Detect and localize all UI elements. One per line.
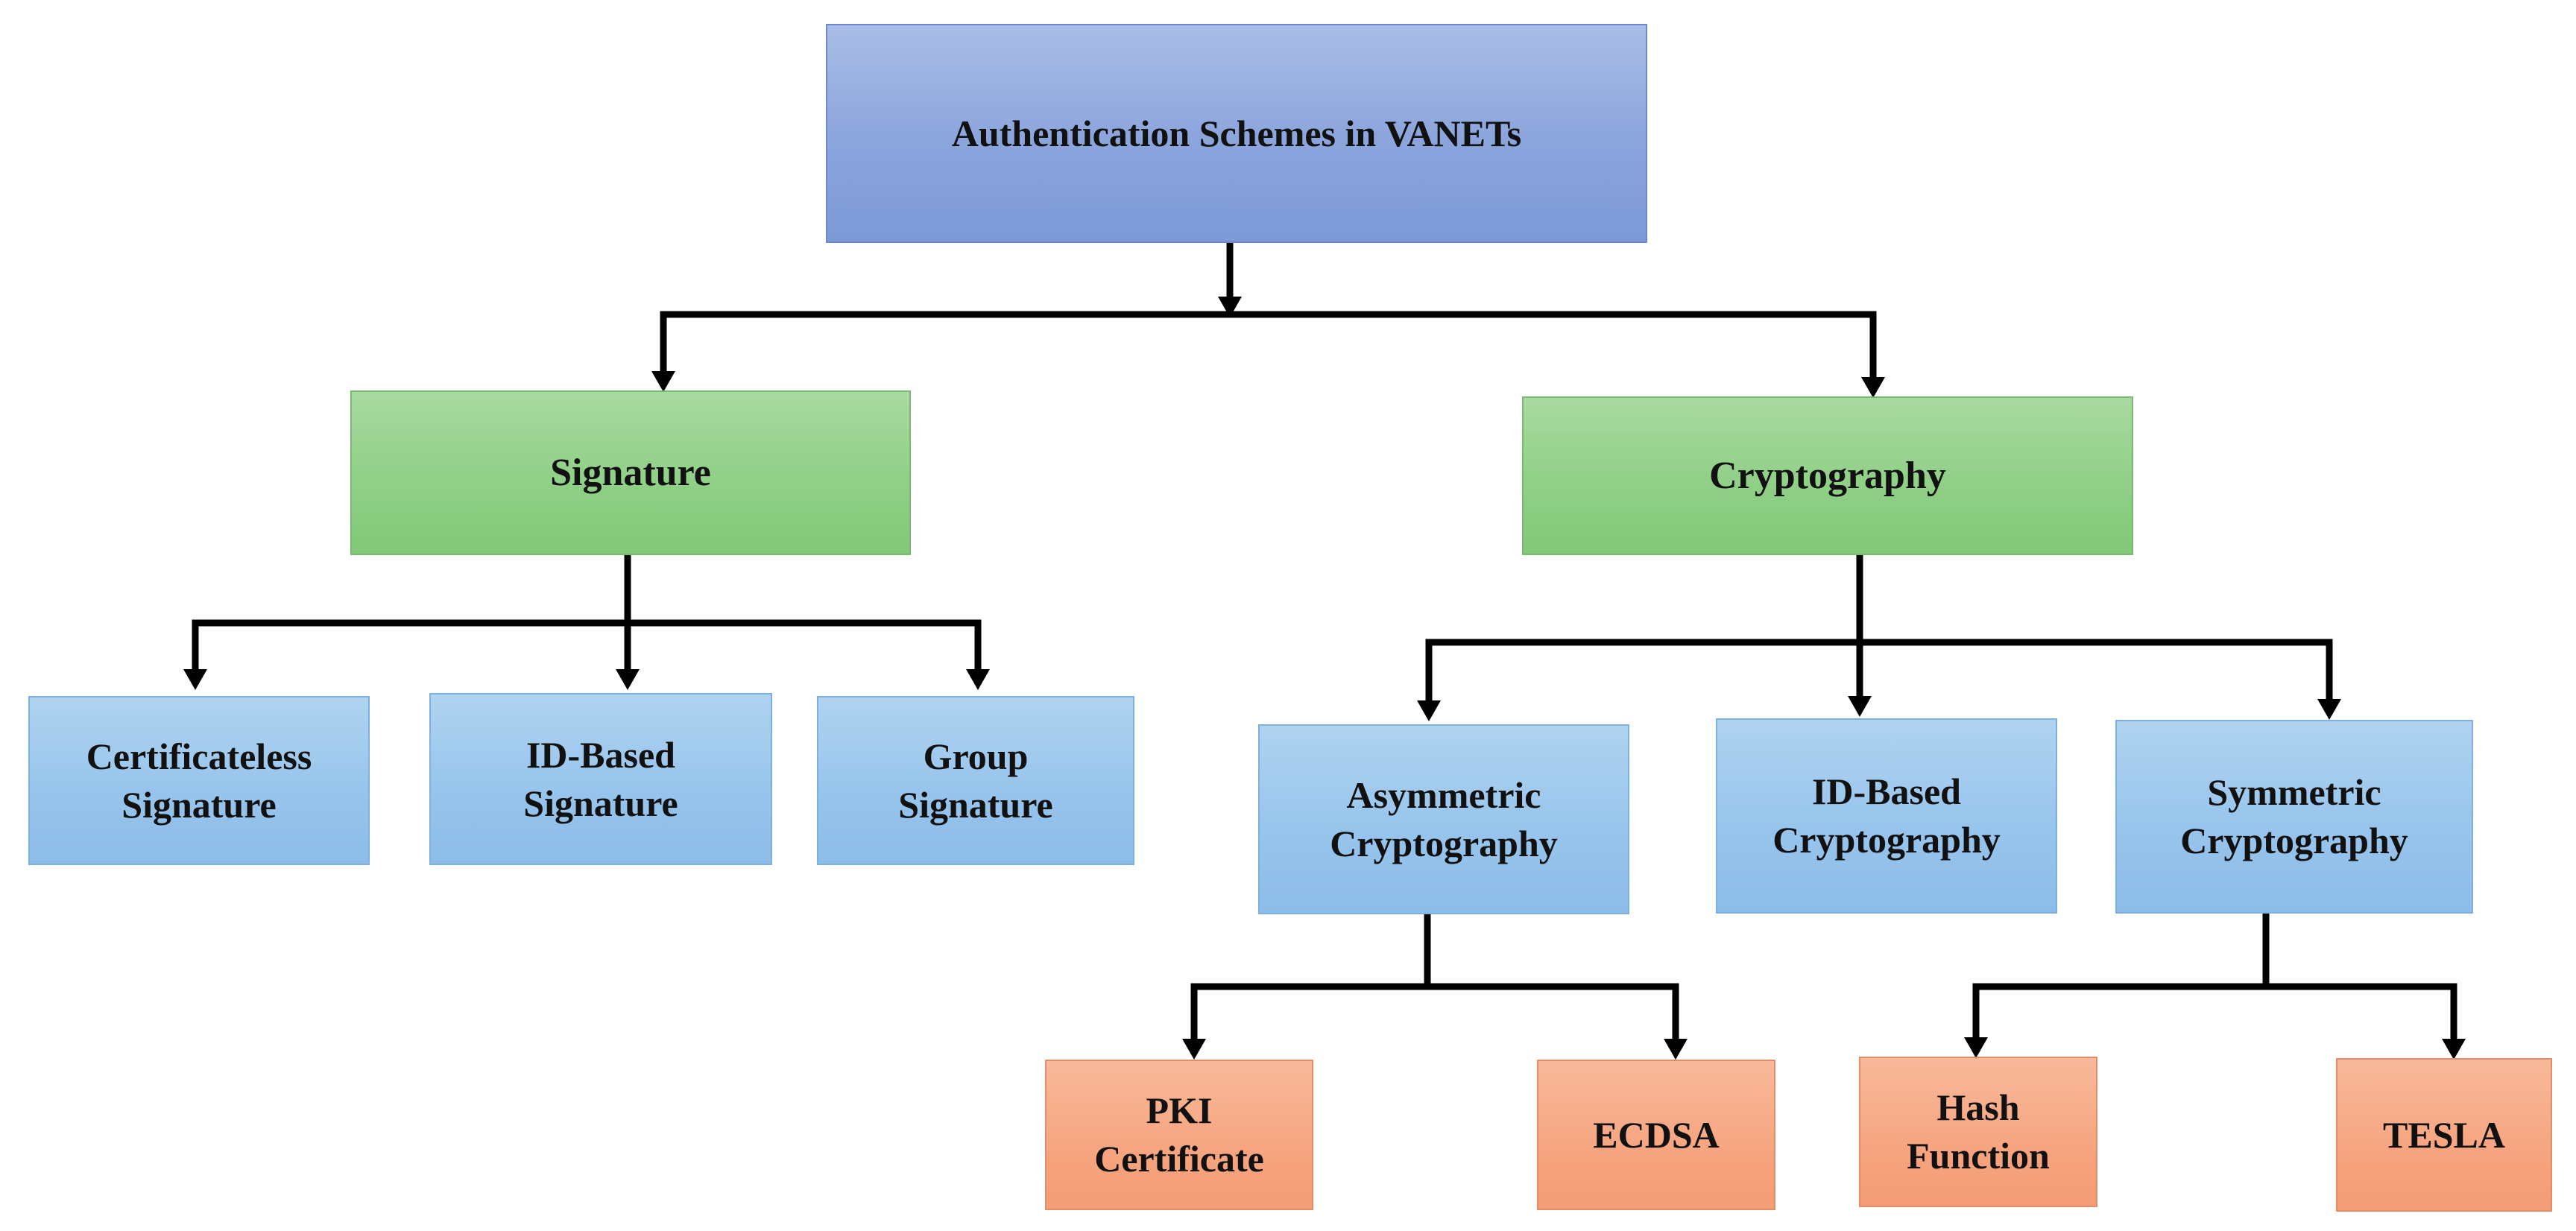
arrowhead-cryptography <box>1861 377 1885 398</box>
arrowheads-signature <box>183 669 990 690</box>
node-asymmetric-cryptography: Asymmetric Cryptography <box>1258 724 1629 914</box>
arrowhead-hash-function <box>1964 1037 1988 1058</box>
node-label-line1: Symmetric <box>2207 771 2381 813</box>
node-certificateless-signature: Certificateless Signature <box>28 696 370 865</box>
node-label-line2: Cryptography <box>1772 819 2001 861</box>
node-label-line2: Cryptography <box>2180 820 2408 861</box>
node-label-line2: Signature <box>898 783 1053 826</box>
node-authentication-schemes-in-vanets: Authentication Schemes in VANETs <box>826 24 1647 243</box>
node-label-line1: ID-Based <box>1811 770 1961 812</box>
node-label-line2: Cryptography <box>1330 822 1558 864</box>
arrowheads-root <box>651 297 1885 398</box>
connector-asymmetric-children <box>1190 914 1679 1048</box>
connector-cryptography-children <box>1425 555 2333 709</box>
node-signature: Signature <box>350 390 911 555</box>
arrowhead-certificateless-signature <box>183 669 207 690</box>
connector-signature-children <box>192 555 982 678</box>
arrowheads-symmetric <box>1964 1037 2466 1060</box>
node-label: TESLA <box>2383 1113 2505 1156</box>
node-group-signature: Group Signature <box>817 696 1134 865</box>
arrowhead-pki-certificate <box>1182 1039 1206 1060</box>
connector-asymmetric-bus <box>1190 983 1679 1048</box>
arrowhead-tesla <box>2442 1039 2466 1060</box>
arrowhead-signature <box>651 371 675 392</box>
node-label-line2: Certificate <box>1094 1138 1264 1180</box>
arrowhead-id-based-signature <box>616 669 640 690</box>
node-id-based-cryptography: ID-Based Cryptography <box>1716 718 2057 914</box>
node-pki-certificate: PKI Certificate <box>1045 1060 1313 1210</box>
node-label-line1: PKI <box>1146 1089 1213 1131</box>
node-label-line2: Signature <box>523 782 678 824</box>
arrowhead-symmetric-cryptography <box>2317 699 2341 720</box>
node-hash-function: Hash Function <box>1859 1057 2097 1207</box>
node-id-based-signature: ID-Based Signature <box>429 693 772 865</box>
node-ecdsa: ECDSA <box>1537 1060 1775 1210</box>
arrowhead-group-signature <box>966 669 990 690</box>
node-label: Signature <box>550 451 711 494</box>
node-label-line1: Hash <box>1936 1086 2020 1128</box>
connector-cryptography-bus <box>1425 639 2333 709</box>
arrowhead-asymmetric-cryptography <box>1417 700 1441 721</box>
node-label-line1: Asymmetric <box>1346 773 1541 816</box>
node-label: ECDSA <box>1593 1113 1720 1156</box>
arrowheads-asymmetric <box>1182 1039 1688 1060</box>
connector-symmetric-children <box>1972 914 2457 1048</box>
arrowhead-ecdsa <box>1664 1039 1688 1060</box>
node-tesla: TESLA <box>2336 1058 2552 1212</box>
node-cryptography: Cryptography <box>1522 396 2133 555</box>
node-label-line1: Certificateless <box>86 735 312 777</box>
connector-root-children <box>660 243 1877 386</box>
node-label-line1: ID-Based <box>525 733 675 776</box>
node-symmetric-cryptography: Symmetric Cryptography <box>2115 720 2473 914</box>
arrowhead-root-stem <box>1218 297 1242 317</box>
node-label-line1: Group <box>923 735 1029 777</box>
connector-root-bus <box>660 311 1877 386</box>
connector-symmetric-bus <box>1972 983 2457 1048</box>
node-label: Authentication Schemes in VANETs <box>951 112 1522 154</box>
arrowhead-id-based-cryptography <box>1848 696 1872 717</box>
arrowheads-cryptography <box>1417 696 2341 721</box>
node-label-line2: Function <box>1907 1135 2050 1177</box>
node-label-line2: Signature <box>121 783 277 826</box>
node-label: Cryptography <box>1709 454 1946 497</box>
connector-signature-bus <box>192 619 982 678</box>
